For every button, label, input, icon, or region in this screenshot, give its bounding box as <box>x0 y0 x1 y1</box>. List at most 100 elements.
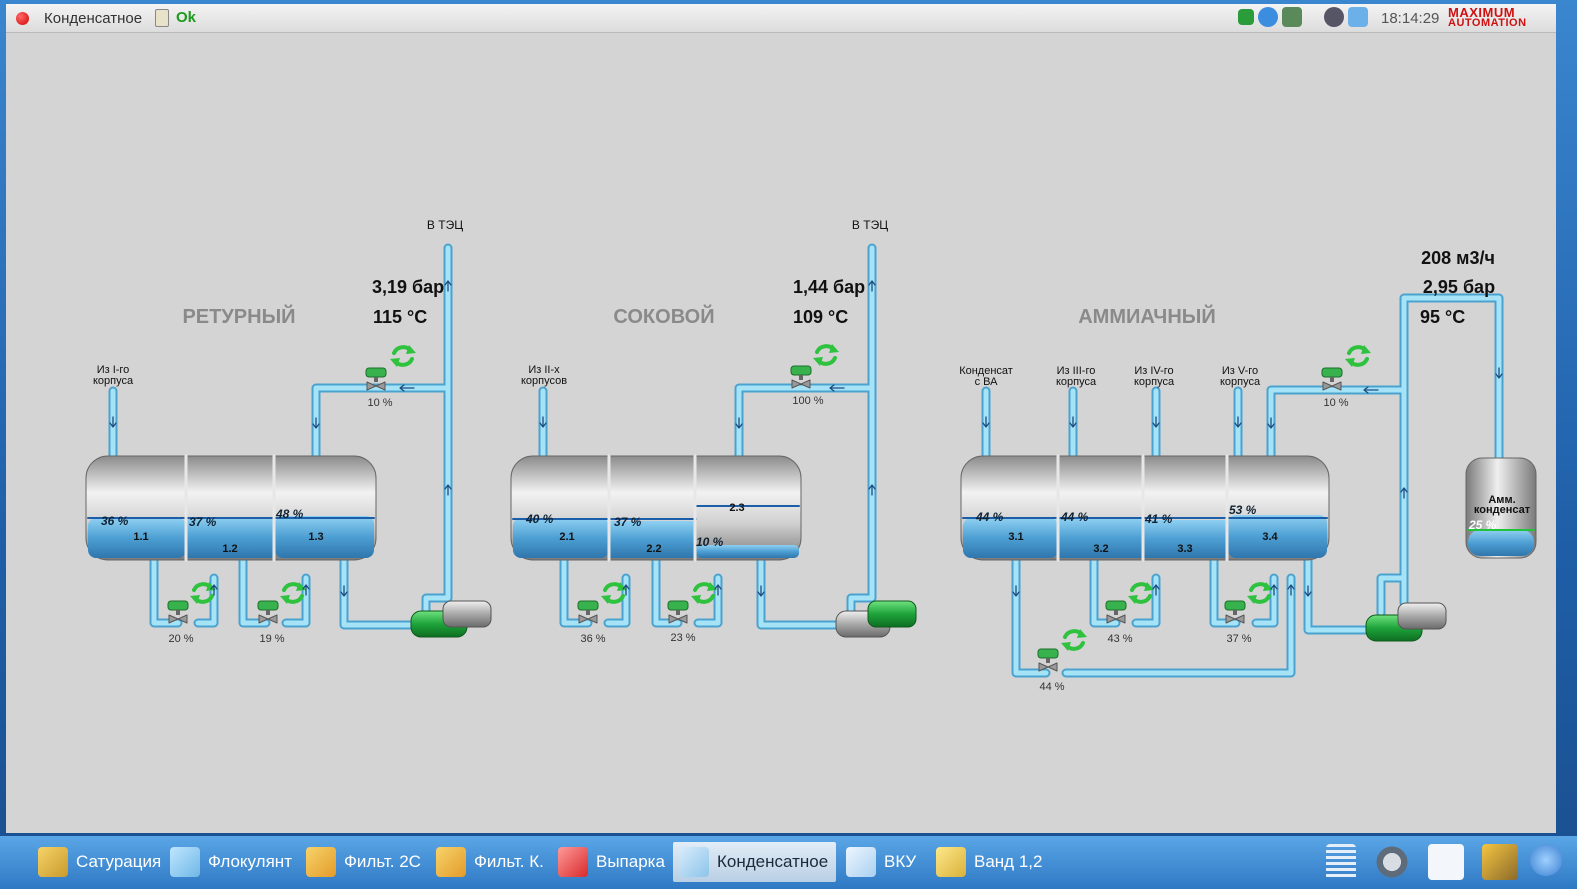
level-3-1: 44 % <box>975 510 1004 524</box>
valve-1-top-value: 10 % <box>367 397 392 409</box>
inlet-3c-line1: Из IV-го <box>1134 365 1173 377</box>
task-flokulyant[interactable]: Флокулянт <box>164 842 300 882</box>
task-vyparka[interactable]: Выпарка <box>552 842 673 882</box>
section-sokovoy <box>510 243 917 638</box>
valve-2-bottom-1-value: 36 % <box>580 633 605 645</box>
task-label: Флокулянт <box>208 852 292 871</box>
pressure-3: 2,95 бар <box>1423 277 1495 297</box>
level-2-2: 37 % <box>614 515 642 529</box>
task-kondensatnoe[interactable]: Конденсатное <box>673 842 837 882</box>
scada-canvas: РЕТУРНЫЙ В ТЭЦ 3,19 бар 115 °С Из I-го к… <box>6 33 1556 833</box>
valve-1-bottom-1-value: 20 % <box>168 633 193 645</box>
menu-lines-icon[interactable] <box>1326 844 1356 880</box>
task-filt-k[interactable]: Фильт. К. <box>430 842 552 882</box>
tank-id-1-3: 1.3 <box>308 531 323 543</box>
vku-icon <box>846 847 876 877</box>
tank-id-2-3: 2.3 <box>729 502 744 514</box>
condensate-icon <box>679 847 709 877</box>
valve-1-bottom-2-value: 19 % <box>259 633 284 645</box>
status-indicator-icon <box>16 12 29 25</box>
tank-id-3-2: 3.2 <box>1093 543 1108 555</box>
task-label: Выпарка <box>596 852 665 871</box>
inlet-3c-line2: корпуса <box>1134 376 1175 388</box>
tray-icons <box>1238 7 1368 27</box>
receiver-label-line2: конденсат <box>1474 504 1531 516</box>
inlet-2-line1: Из II-х <box>528 364 560 376</box>
inlet-3a-line2: с ВА <box>975 376 999 388</box>
valve-2-bottom-2-value: 23 % <box>670 632 695 644</box>
evaporation-icon <box>558 847 588 877</box>
task-label: ВКУ <box>884 852 917 871</box>
inlet-2-line2: корпусов <box>521 375 567 387</box>
operator-icon[interactable] <box>1324 7 1344 27</box>
taskbar: Сатурация Флокулянт Фильт. 2С Фильт. К. … <box>0 836 1577 889</box>
plus-icon[interactable] <box>1238 9 1254 25</box>
valve-3-bottom-3-value: 37 % <box>1226 633 1251 645</box>
process-diagram: РЕТУРНЫЙ В ТЭЦ 3,19 бар 115 °С Из I-го к… <box>85 218 1537 693</box>
task-filt-2c[interactable]: Фильт. 2С <box>300 842 429 882</box>
inlet-3d-line2: корпуса <box>1220 376 1261 388</box>
level-3-3: 41 % <box>1144 512 1173 526</box>
clock: 18:14:29 <box>1381 10 1440 27</box>
clipboard-icon[interactable] <box>155 9 169 27</box>
trend-chart-icon[interactable] <box>1428 844 1464 880</box>
flocculant-icon <box>170 847 200 877</box>
task-label: Сатурация <box>76 852 162 871</box>
tank-id-2-1: 2.1 <box>559 531 574 543</box>
valve-2-top-value: 100 % <box>792 395 823 407</box>
status-text: Ok <box>176 9 197 26</box>
level-1-3: 48 % <box>275 507 304 521</box>
vand-icon <box>936 847 966 877</box>
temperature-3: 95 °С <box>1420 307 1465 327</box>
task-label: Ванд 1,2 <box>974 852 1043 871</box>
spacer-icon <box>1306 7 1320 27</box>
engineer-tools-icon[interactable] <box>1482 844 1518 880</box>
pressure-1: 3,19 бар <box>372 277 444 297</box>
tank-id-3-3: 3.3 <box>1177 543 1192 555</box>
window-title: Конденсатное <box>44 10 143 27</box>
valve-3-bottom-2-value: 43 % <box>1107 633 1132 645</box>
inlet-1-line2: корпуса <box>93 375 134 387</box>
section-ammiachny <box>960 293 1537 678</box>
task-saturatsiya[interactable]: Сатурация <box>32 842 169 882</box>
title-ammiachny: АММИАЧНЫЙ <box>1078 304 1216 328</box>
task-vku[interactable]: ВКУ <box>840 842 924 882</box>
pressure-2: 1,44 бар <box>793 277 865 297</box>
inlet-3d-line1: Из V-го <box>1222 365 1258 377</box>
tank-id-1-1: 1.1 <box>133 531 148 543</box>
temperature-2: 109 °С <box>793 307 848 327</box>
temperature-1: 115 °С <box>373 307 427 327</box>
flow-3: 208 м3/ч <box>1421 248 1495 268</box>
task-label: Фильт. К. <box>474 852 544 871</box>
inlet-3b-line1: Из III-го <box>1057 365 1096 377</box>
tank-id-3-4: 3.4 <box>1262 531 1278 543</box>
filter-k-icon <box>436 847 466 877</box>
task-vand-12[interactable]: Ванд 1,2 <box>930 842 1050 882</box>
valve-3-top-value: 10 % <box>1323 397 1348 409</box>
hand-cursor-icon[interactable] <box>1530 844 1562 876</box>
maximum-automation-logo: MAXIMUM AUTOMATION <box>1448 5 1527 29</box>
valve-3-bottom-1-value: 44 % <box>1039 681 1064 693</box>
settings-gear-icon[interactable] <box>1374 844 1410 880</box>
tank-id-3-1: 3.1 <box>1008 531 1023 543</box>
task-label: Конденсатное <box>717 852 829 871</box>
filter-icon <box>306 847 336 877</box>
dest-tec-2: В ТЭЦ <box>852 218 888 232</box>
telegram-icon[interactable] <box>1348 7 1368 27</box>
level-1-1: 36 % <box>101 514 129 528</box>
receiver-level: 25 % <box>1468 518 1497 532</box>
title-bar: Конденсатное Ok 18:14:29 MAXIMUM AUTOMAT… <box>6 4 1556 33</box>
receiver-label-line1: Амм. <box>1488 494 1515 506</box>
inlet-1-line1: Из I-го <box>97 364 130 376</box>
chat-icon[interactable] <box>1258 7 1278 27</box>
network-icon[interactable] <box>1282 7 1302 27</box>
inlet-3a-line1: Конденсат <box>959 365 1013 377</box>
level-2-1: 40 % <box>525 512 554 526</box>
section-returny <box>85 243 492 638</box>
level-3-2: 44 % <box>1060 510 1089 524</box>
level-2-3: 10 % <box>696 535 724 549</box>
level-1-2: 37 % <box>189 515 217 529</box>
saturation-icon <box>38 847 68 877</box>
tank-id-1-2: 1.2 <box>222 543 237 555</box>
tank-id-2-2: 2.2 <box>646 543 661 555</box>
